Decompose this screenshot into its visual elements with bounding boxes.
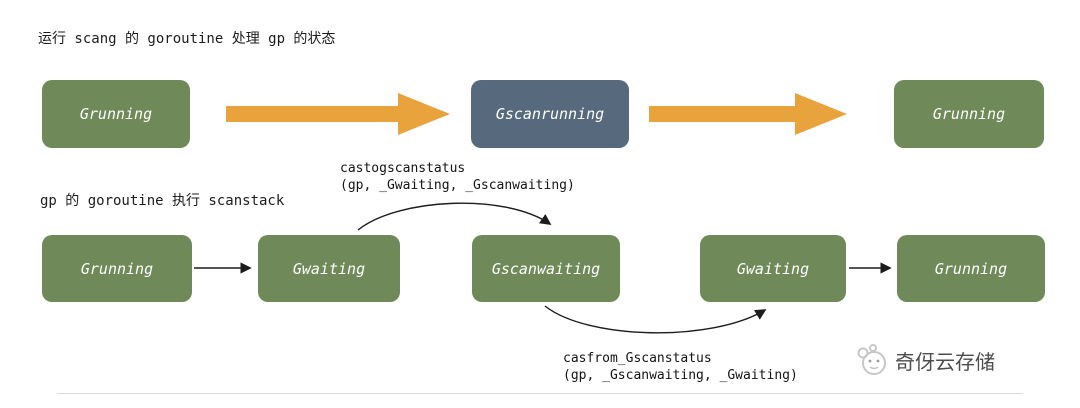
node-label: Grunning [932, 105, 1006, 123]
watermark-text: 奇伢云存储 [895, 349, 995, 374]
watermark-logo-icon [857, 344, 886, 375]
orange-arrow-from-scanrunning [649, 93, 847, 135]
node-label: Grunning [80, 259, 154, 278]
curve-arrow-casfrom-gscanstatus [544, 305, 767, 334]
node-bottom-grunning-1: Grunning [42, 235, 192, 302]
node-top-gscanrunning: Gscanrunning [471, 80, 629, 148]
node-bottom-grunning-2: Grunning [897, 235, 1045, 302]
bottom-flow-caption: gp 的 goroutine 执行 scanstack [40, 193, 285, 209]
orange-arrow-to-scanrunning [226, 93, 450, 135]
node-label: Grunning [934, 259, 1008, 278]
bottom-divider [57, 393, 1023, 394]
node-bottom-gscanwaiting: Gscanwaiting [472, 235, 620, 302]
watermark: 奇伢云存储 [854, 341, 995, 379]
annotation-line: casfrom_Gscanstatus [563, 351, 712, 366]
node-label: Gscanwaiting [491, 259, 601, 278]
node-label: Grunning [79, 105, 153, 123]
node-bottom-gwaiting-1: Gwaiting [258, 235, 400, 302]
node-bottom-gwaiting-2: Gwaiting [700, 235, 846, 302]
annotation-line: (gp, _Gwaiting, _Gscanwaiting) [340, 178, 575, 193]
node-label: Gscanrunning [495, 105, 605, 123]
annotation-line: castogscanstatus [340, 161, 466, 176]
annotation-casfrom-gscanstatus: casfrom_Gscanstatus (gp, _Gscanwaiting, … [563, 350, 798, 384]
annotation-line: (gp, _Gscanwaiting, _Gwaiting) [563, 368, 798, 383]
top-flow-caption: 运行 scang 的 goroutine 处理 gp 的状态 [38, 31, 336, 47]
annotation-castogscanstatus: castogscanstatus (gp, _Gwaiting, _Gscanw… [340, 160, 575, 194]
node-label: Gwaiting [292, 259, 366, 278]
node-top-grunning-2: Grunning [894, 80, 1044, 148]
curve-arrow-castogscanstatus [357, 202, 552, 231]
node-top-grunning-1: Grunning [42, 80, 190, 148]
node-label: Gwaiting [736, 259, 810, 278]
